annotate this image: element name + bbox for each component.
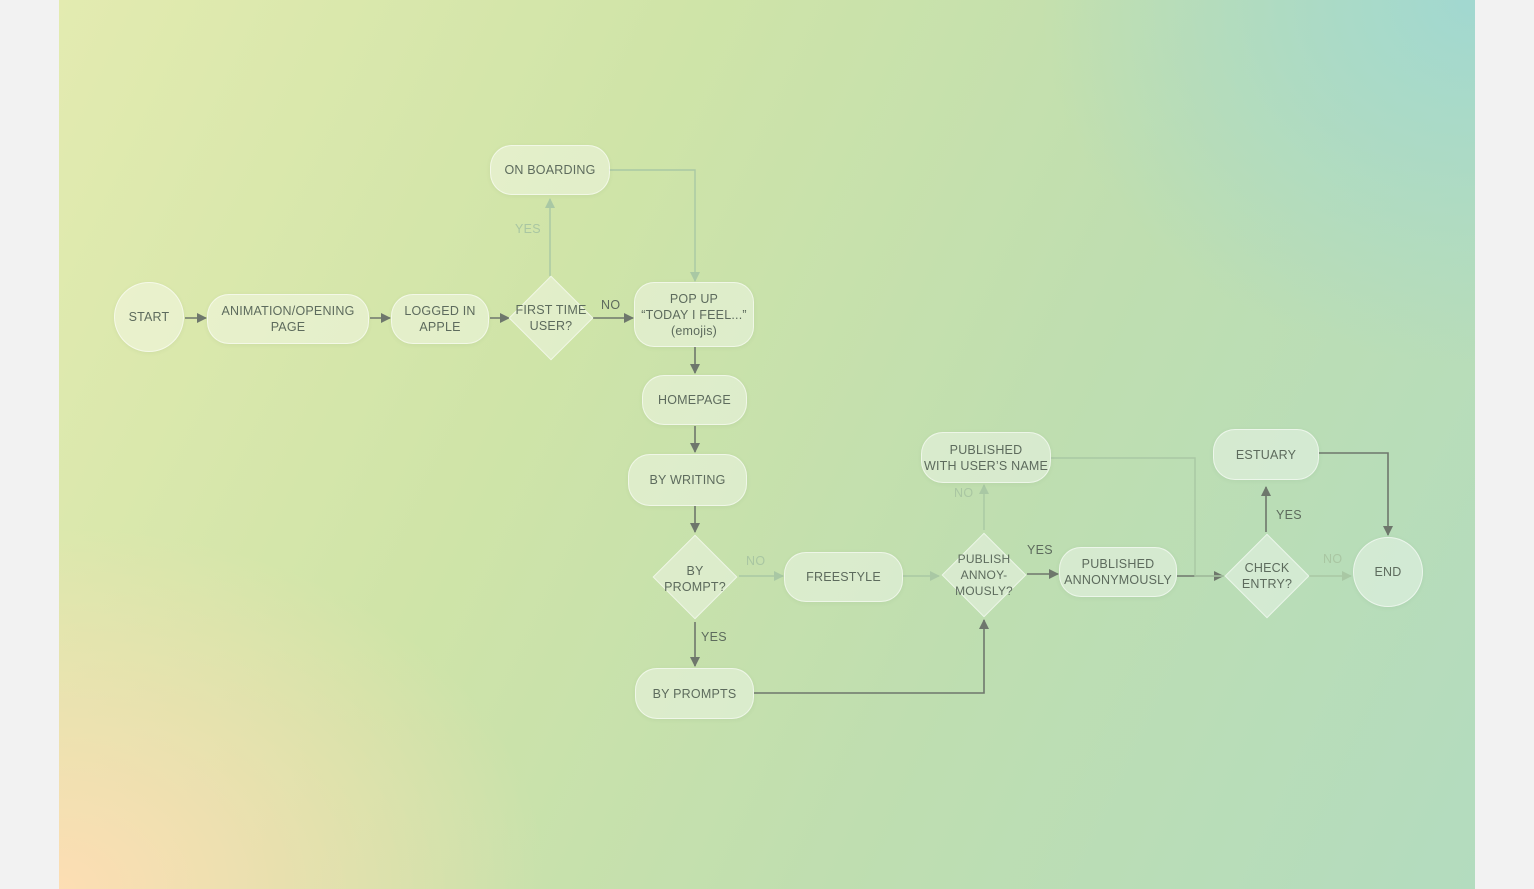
logged-in-apple-node: LOGGED IN APPLE xyxy=(391,294,489,344)
estuary-node: ESTUARY xyxy=(1213,429,1319,480)
publish-yes-label: YES xyxy=(1027,543,1053,557)
first-time-user-label: FIRST TIME USER? xyxy=(515,303,587,333)
freestyle-node: FREESTYLE xyxy=(784,552,903,602)
check-entry-label: CHECK ENTRY? xyxy=(1241,561,1293,591)
edge-onboarding-popup xyxy=(609,169,700,282)
homepage-node: HOMEPAGE xyxy=(642,375,747,425)
start-node: START xyxy=(114,282,184,352)
first-time-no-label: NO xyxy=(601,298,621,312)
first-time-user-decision: FIRST TIME USER? xyxy=(508,275,594,361)
by-writing-node: BY WRITING xyxy=(628,454,747,506)
publish-anonymously-decision: PUBLISH ANNOY- MOUSLY? xyxy=(940,531,1028,619)
publish-anonymously-label: PUBLISH ANNOY- MOUSLY? xyxy=(955,552,1013,598)
publish-no-label: NO xyxy=(954,486,974,500)
check-entry-decision: CHECK ENTRY? xyxy=(1224,532,1310,620)
check-yes-label: YES xyxy=(1276,508,1302,522)
by-prompt-yes-label: YES xyxy=(701,630,727,644)
edge-estuary-end xyxy=(1319,452,1393,536)
by-prompts-node: BY PROMPTS xyxy=(635,668,754,719)
first-time-yes-label: YES xyxy=(515,222,541,236)
end-node: END xyxy=(1353,537,1423,607)
by-prompt-no-label: NO xyxy=(746,554,766,568)
popup-today-i-feel-node: POP UP “TODAY I FEEL...” (emojis) xyxy=(634,282,754,347)
connector-layer xyxy=(185,169,1393,694)
by-prompt-decision: BY PROMPT? xyxy=(651,533,739,621)
published-anonymously-node: PUBLISHED ANNONYMOUSLY xyxy=(1059,547,1177,597)
onboarding-node: ON BOARDING xyxy=(490,145,610,195)
animation-opening-page-node: ANIMATION/OPENING PAGE xyxy=(207,294,369,344)
edge-by-prompts-publish xyxy=(754,619,989,694)
edge-published-name-check xyxy=(1051,457,1223,577)
by-prompt-label: BY PROMPT? xyxy=(664,564,726,594)
check-no-label: NO xyxy=(1323,552,1343,566)
flowchart-canvas: START ANIMATION/OPENING PAGE LOGGED IN A… xyxy=(59,0,1475,889)
published-with-name-node: PUBLISHED WITH USER’S NAME xyxy=(921,432,1051,483)
